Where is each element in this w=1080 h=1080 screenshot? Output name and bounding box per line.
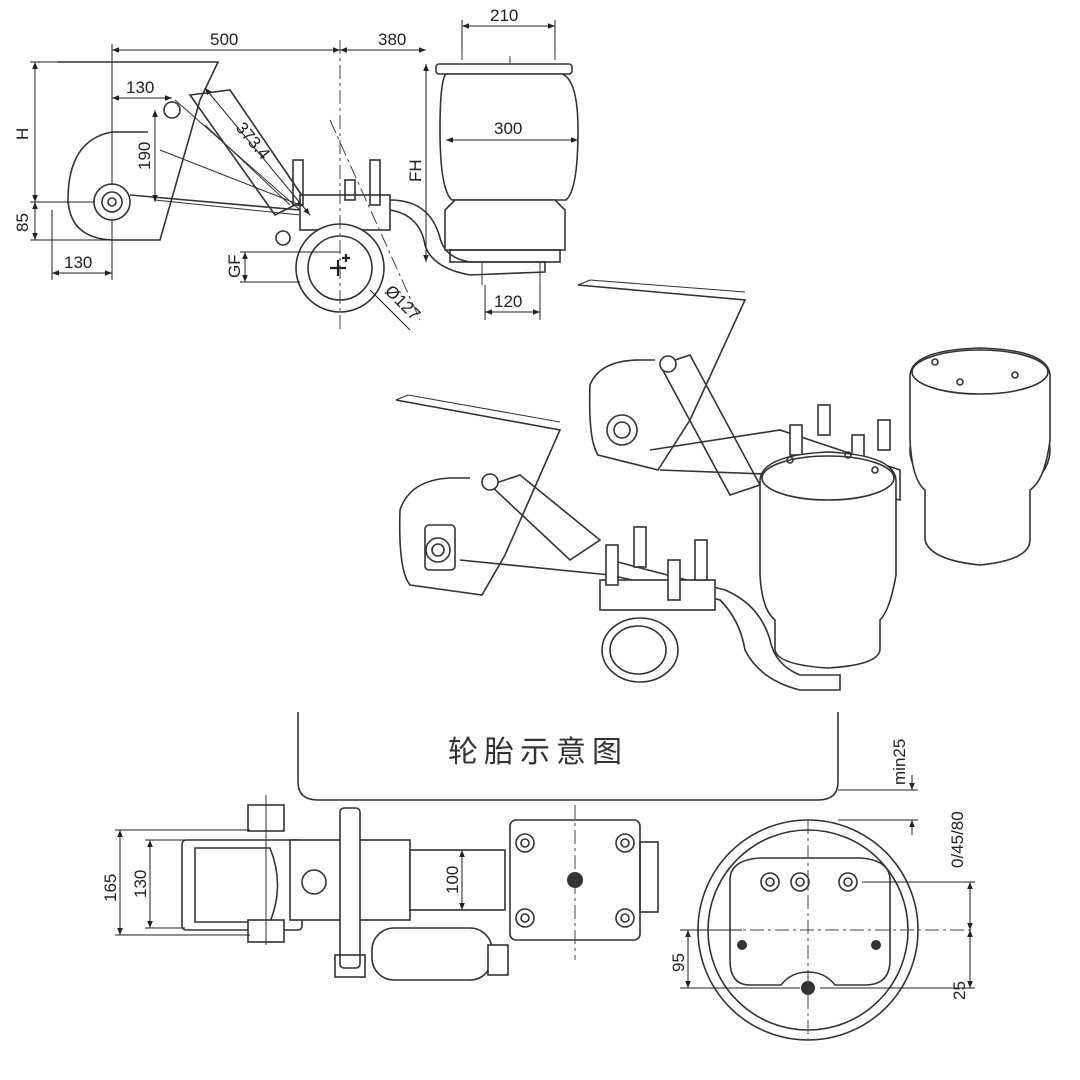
dim-130-bottom: 130 xyxy=(64,253,92,272)
iso-rear-pivot xyxy=(606,414,638,446)
dim-dia-127: Ø127 xyxy=(381,281,424,324)
iso-front-arm xyxy=(459,559,841,691)
plan-view: 轮胎示意图 xyxy=(101,712,975,1041)
isometric-view xyxy=(395,279,1051,691)
iso-front-air-spring xyxy=(759,451,897,669)
iso-axle-seat xyxy=(599,579,716,611)
pivot-bushing xyxy=(93,183,131,221)
iso-rear-hanger xyxy=(577,284,747,471)
iso-front-pivot xyxy=(425,537,451,563)
side-view: 500 380 210 130 190 373.4 H 85 FH 300 13… xyxy=(13,6,579,331)
dim-165: 165 xyxy=(101,874,120,902)
dim-min25: min25 xyxy=(890,739,909,785)
shock-absorber xyxy=(188,89,307,217)
lower-shock-bolt xyxy=(275,230,291,246)
plan-shock-absorber xyxy=(371,927,493,981)
iso-front-hanger xyxy=(395,399,562,596)
dim-500: 500 xyxy=(210,30,238,49)
trailing-arm xyxy=(129,194,546,276)
dim-120: 120 xyxy=(494,292,522,311)
dim-190: 190 xyxy=(135,142,154,170)
dim-130-plan: 130 xyxy=(131,870,150,898)
dim-0-45-80: 0/45/80 xyxy=(948,811,967,868)
plan-hanger xyxy=(181,839,303,931)
dim-H: H xyxy=(13,128,32,140)
dim-300: 300 xyxy=(494,119,522,138)
dim-25: 25 xyxy=(950,981,969,1000)
iso-front-shock xyxy=(488,474,602,562)
tire-label: 轮胎示意图 xyxy=(448,735,628,770)
dim-130-top: 130 xyxy=(126,78,154,97)
dim-95: 95 xyxy=(669,953,688,972)
dim-FH: FH xyxy=(406,159,425,182)
dim-210: 210 xyxy=(490,6,518,25)
shock-top-bolt xyxy=(163,101,181,119)
dim-GF: GF xyxy=(225,254,244,278)
dim-85: 85 xyxy=(13,213,32,232)
dim-100: 100 xyxy=(443,866,462,894)
air-spring xyxy=(435,52,579,285)
plan-arm-extension xyxy=(409,849,506,911)
tire-outline xyxy=(297,712,839,801)
iso-rear-air-spring xyxy=(909,347,1051,566)
dim-380: 380 xyxy=(378,30,406,49)
plan-air-spring xyxy=(697,819,975,1041)
plan-axle-stud xyxy=(339,807,361,969)
